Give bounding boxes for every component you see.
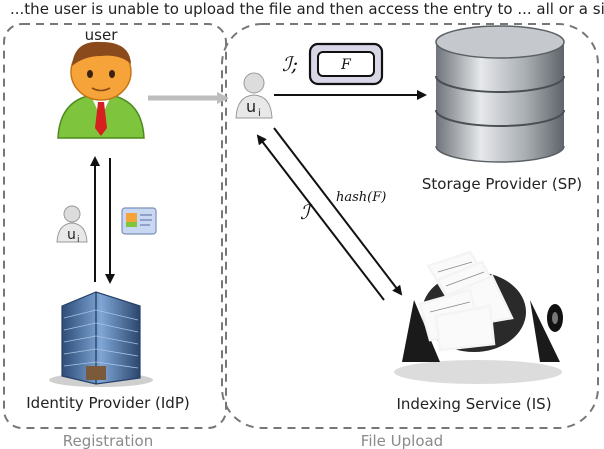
ui-registration-sub: i [77, 235, 80, 245]
file-upload-section-label: File Upload [361, 432, 443, 449]
ui-to-is-arrow [273, 127, 403, 296]
ui-registration-label: u [67, 227, 76, 243]
top-cropped-text: ...the user is unable to upload the file… [10, 0, 604, 18]
user-icon [57, 41, 145, 139]
ui-file-upload-sub: i [258, 108, 261, 119]
user-label: user [85, 26, 119, 44]
index-symbol-top: ℐ; [282, 52, 298, 76]
ui-avatar-registration-icon [56, 205, 88, 243]
registration-section-label: Registration [63, 432, 153, 449]
hash-label: hash(F) [336, 190, 386, 205]
registration-panel [3, 23, 227, 429]
file-upload-panel [221, 23, 599, 429]
file-label: F [340, 57, 352, 73]
ui-avatar-file-upload-icon [235, 72, 273, 119]
sp-label: Storage Provider (SP) [422, 175, 582, 193]
idp-label: Identity Provider (IdP) [26, 394, 189, 412]
is-to-ui-arrow [256, 134, 385, 301]
id-card-icon [121, 207, 157, 235]
file-box [308, 42, 384, 86]
database-icon [435, 25, 565, 163]
rolodex-icon [394, 250, 563, 384]
is-label: Indexing Service (IS) [396, 395, 551, 413]
building-icon [49, 291, 153, 387]
ui-file-upload-label: u [246, 97, 256, 116]
